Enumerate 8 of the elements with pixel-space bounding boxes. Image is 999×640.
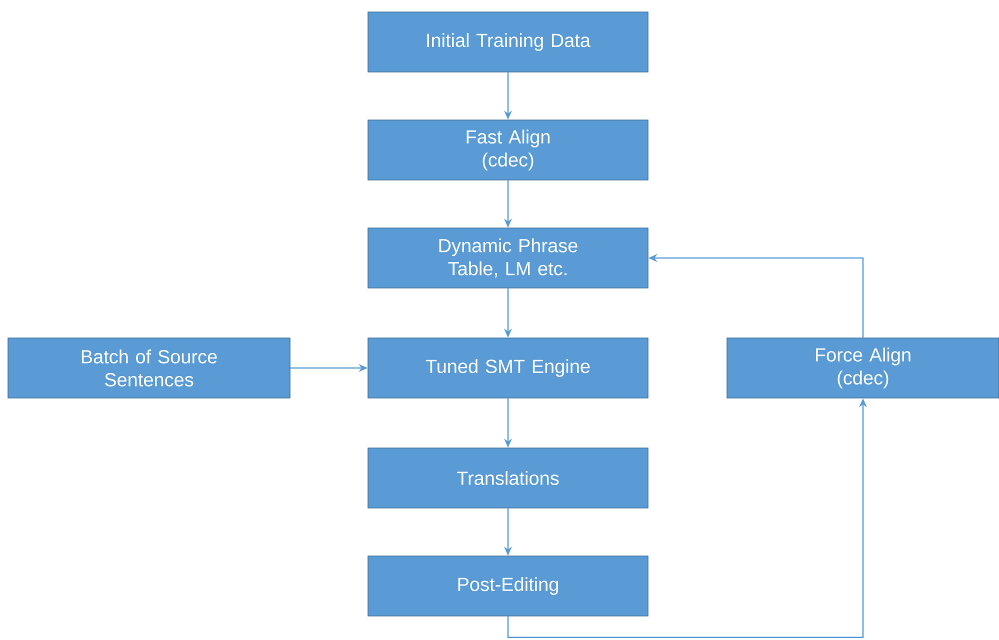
process-box: Batch of Source Sentences [8, 338, 290, 398]
process-box: Dynamic Phrase Table, LM etc. [368, 228, 648, 288]
process-box: Tuned SMT Engine [368, 338, 648, 398]
process-box: Fast Align (cdec) [368, 120, 648, 180]
process-box: Post-Editing [368, 556, 648, 616]
process-box: Translations [368, 448, 648, 508]
process-box: Initial Training Data [368, 12, 648, 72]
process-box: Force Align (cdec) [726, 338, 999, 398]
